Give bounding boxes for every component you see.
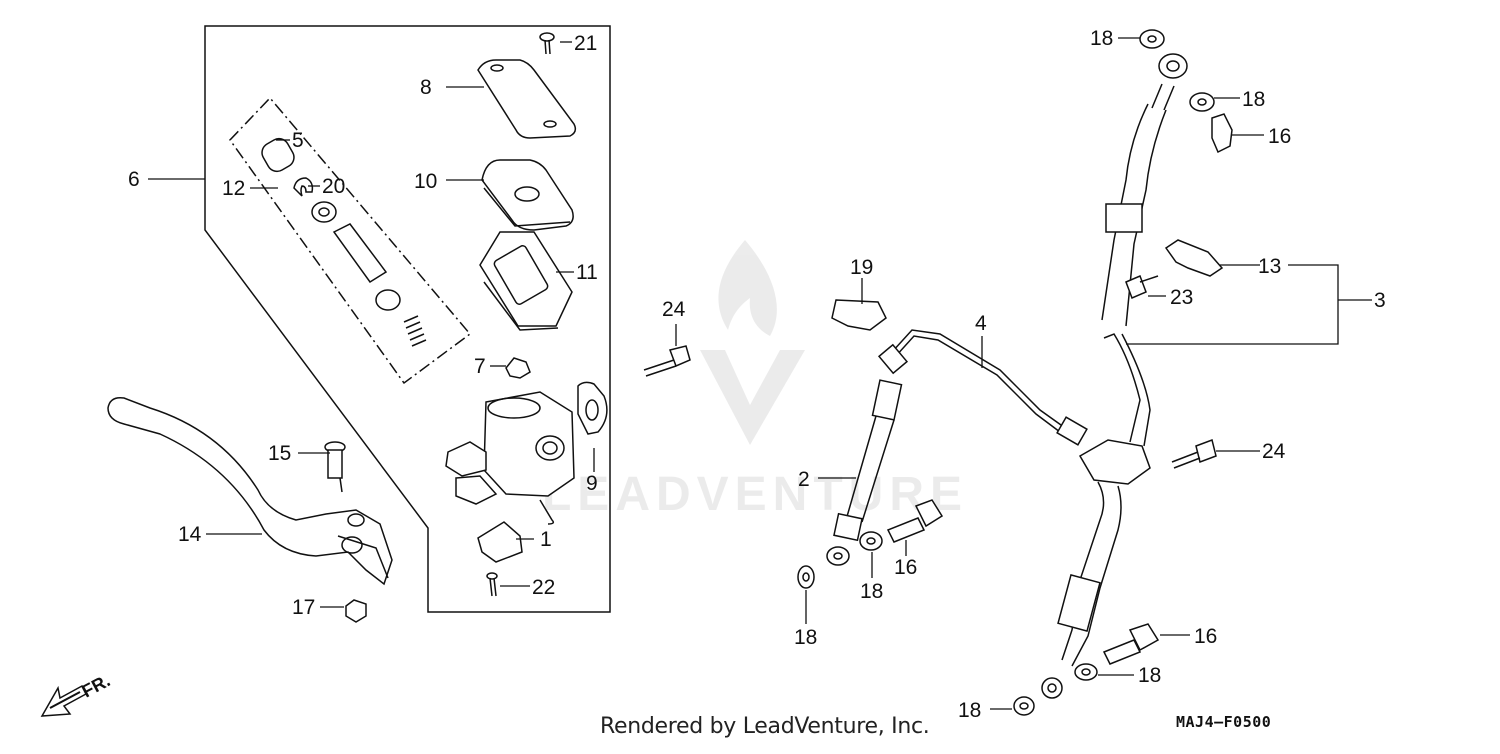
part-12-seal-2 [375, 289, 401, 311]
watermark-v-logo-icon [700, 350, 805, 445]
part-23-bolt [1125, 275, 1159, 299]
callout-23: 23 [1170, 286, 1193, 309]
part-3-hose [1041, 53, 1188, 699]
callout-6: 6 [128, 168, 140, 191]
callout-24-right: 24 [1262, 440, 1286, 463]
callout-22: 22 [532, 576, 555, 599]
callout-12: 12 [222, 177, 245, 200]
callout-18-mid: 18 [860, 580, 883, 603]
callout-labels: 21 8 5 6 10 20 12 11 7 9 15 14 1 22 17 2… [128, 27, 1386, 722]
callout-3: 3 [1374, 289, 1386, 312]
part-2-hose [826, 379, 903, 566]
part-18-washer-3 [859, 531, 883, 551]
callout-8: 8 [420, 76, 432, 99]
callout-13: 13 [1258, 255, 1281, 278]
part-18-washer-4 [797, 565, 815, 589]
callout-7: 7 [474, 355, 486, 378]
callout-18-low-left: 18 [794, 626, 817, 649]
part-20-circlip [293, 177, 314, 197]
callout-16-bottom: 16 [1194, 625, 1217, 648]
footer: Rendered by LeadVenture, Inc. MAJ4—F0500 [0, 712, 1500, 742]
callout-21: 21 [574, 32, 597, 55]
part-1-switch [477, 521, 523, 563]
callout-14: 14 [178, 523, 202, 546]
part-10-plate [481, 159, 574, 231]
callout-11: 11 [576, 261, 598, 284]
part-18-washer-5 [1074, 663, 1098, 681]
callout-24-left: 24 [662, 298, 686, 321]
part-16-bolt-bottom [1102, 623, 1160, 665]
callout-10: 10 [414, 170, 437, 193]
group-12-outline [229, 96, 472, 385]
part-18-washer-2 [1189, 92, 1215, 112]
part-12-spring [403, 315, 427, 347]
callout-9: 9 [586, 472, 598, 495]
diagram-code: MAJ4—F0500 [1176, 713, 1272, 731]
callout-20: 20 [322, 175, 345, 198]
callout-1: 1 [540, 528, 552, 551]
group-6-outline [204, 25, 611, 613]
part-16-bolt-top [1211, 113, 1233, 154]
part-11-diaphragm [479, 231, 573, 331]
front-direction-label: FR. [78, 670, 113, 701]
part-5-boot [261, 137, 295, 173]
watermark-flame-icon [718, 240, 777, 336]
callout-18-top-right: 18 [1242, 88, 1265, 111]
callout-16-mid: 16 [894, 556, 917, 579]
callout-17: 17 [292, 596, 315, 619]
callout-15: 15 [268, 442, 291, 465]
part-24-bolt-left [643, 345, 691, 377]
front-direction-indicator: FR. [40, 670, 113, 717]
part-16-bolt-mid [886, 499, 944, 543]
callout-18-bottom-right: 18 [1138, 664, 1161, 687]
brake-lines-group [797, 29, 1233, 716]
callout-5: 5 [292, 129, 304, 152]
part-8-reservoir-cap [477, 59, 577, 139]
part-15-pivot-bolt [324, 441, 346, 493]
callout-18-top-left: 18 [1090, 27, 1113, 50]
callout-16-top: 16 [1268, 125, 1291, 148]
part-24-bolt-right [1171, 439, 1217, 469]
master-cylinder-group [107, 25, 887, 623]
leader-lines [148, 37, 1372, 710]
callout-19: 19 [850, 256, 873, 279]
rendered-by-text: Rendered by LeadVenture, Inc. [600, 714, 930, 739]
part-4-pipe [891, 329, 1069, 431]
part-18-washer-6 [1013, 696, 1035, 716]
part-18-washer-1 [1139, 29, 1165, 49]
callout-2: 2 [798, 468, 810, 491]
master-cylinder-body [445, 391, 575, 525]
callout-4: 4 [975, 312, 987, 335]
part-14-lever [107, 396, 393, 586]
callout-18-bottom: 18 [958, 699, 981, 722]
part-19-clamp [831, 299, 887, 331]
part-12-seal-1 [311, 201, 337, 223]
part-12-piston [332, 223, 388, 284]
part-9-boot [577, 381, 608, 435]
part-21-screw [539, 32, 555, 55]
part-7-clip [505, 357, 531, 379]
part-13-bracket [1164, 239, 1224, 277]
watermark: LEADVENTURE [542, 240, 968, 521]
part-17-nut [345, 599, 367, 623]
watermark-text: LEADVENTURE [542, 468, 968, 521]
part-22-screw [486, 572, 498, 597]
